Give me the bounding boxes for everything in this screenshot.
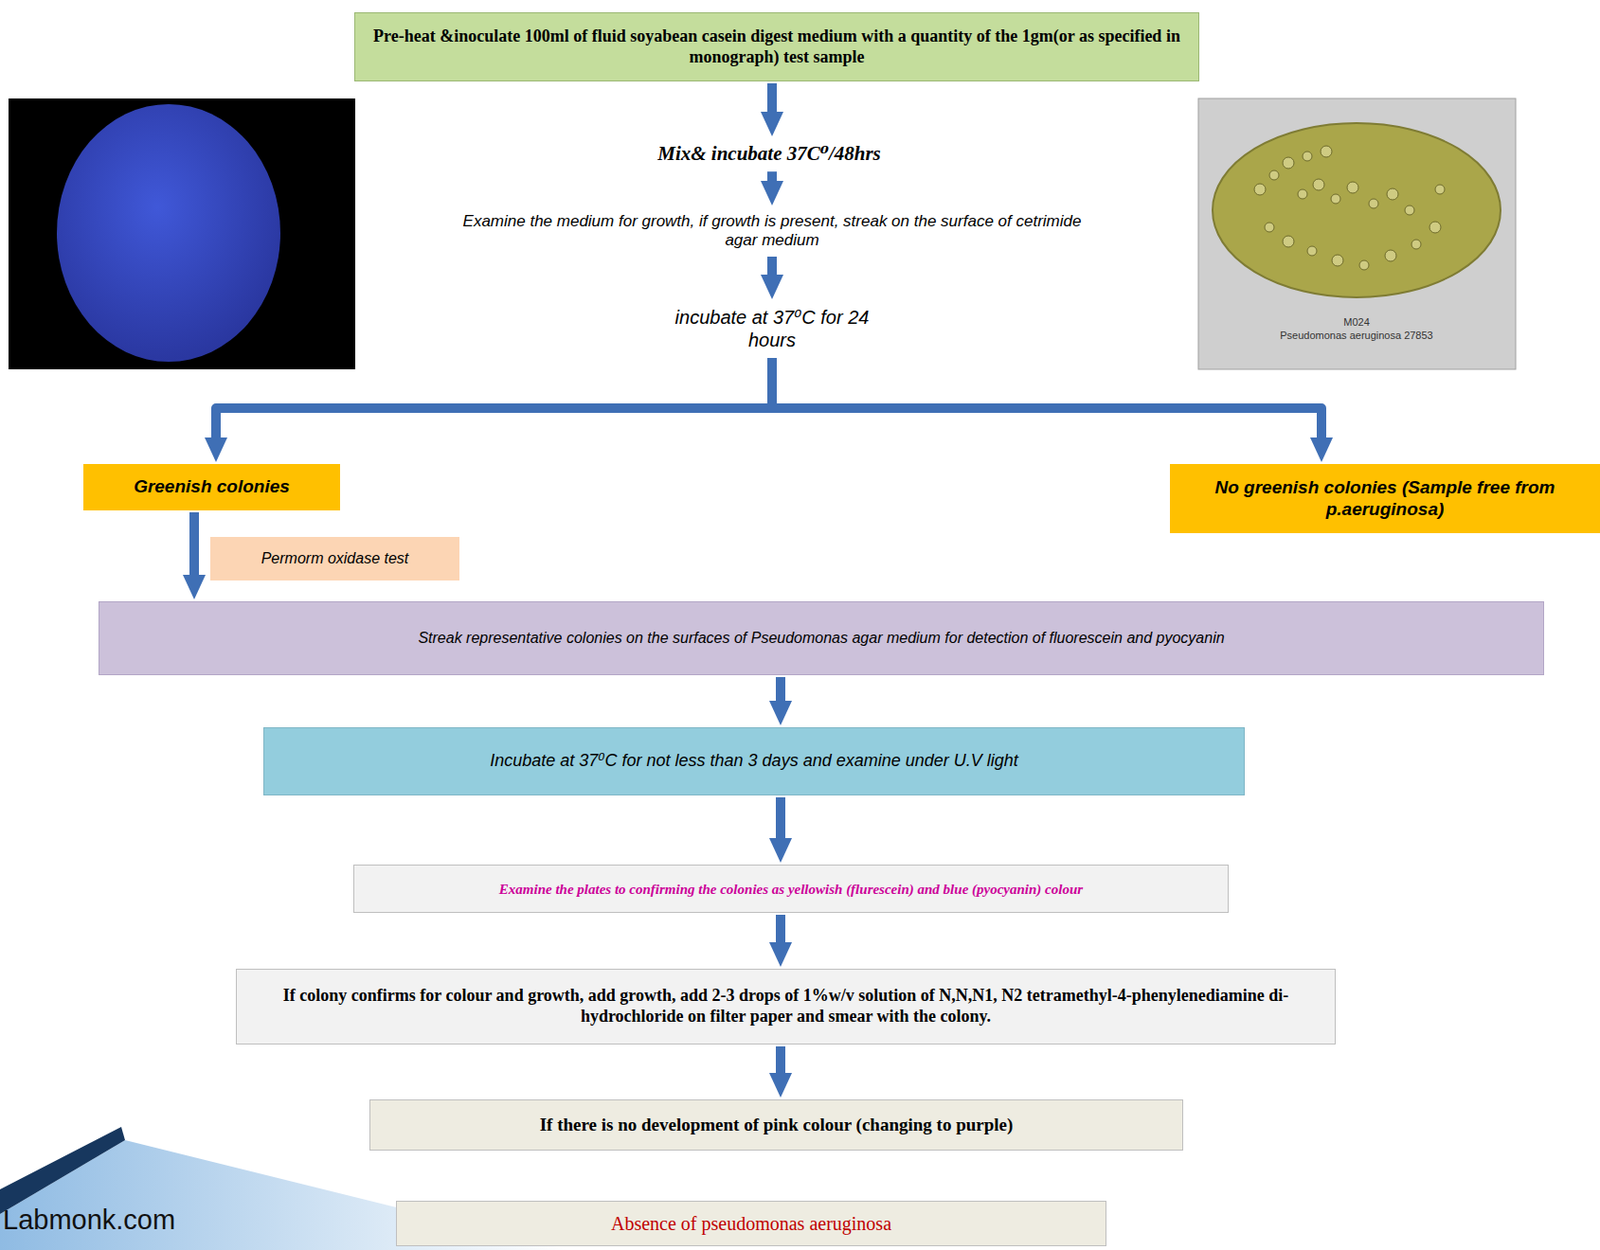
- flow-arrow: [775, 677, 786, 702]
- flow-arrow: [767, 171, 777, 181]
- flow-arrow: [215, 358, 773, 438]
- node-text: Mix& incubate 37C⁰/48hrs: [657, 142, 881, 166]
- node-text: incubate at 37⁰C for 24 hours: [663, 305, 881, 352]
- plate-photo-ground: [1198, 98, 1516, 370]
- plate-caption: Pseudomonas aeruginosa 27853: [1279, 329, 1433, 342]
- node-text: If colony confirms for colour and growth…: [246, 986, 1326, 1027]
- result-box: No greenish colonies (Sample free from p…: [1169, 464, 1600, 534]
- node-text: Greenish colonies: [133, 476, 290, 499]
- flow-arrow: [767, 83, 777, 112]
- node-text: Incubate at 37⁰C for not less than 3 day…: [489, 751, 1019, 773]
- process-box: Examine the plates to confirming the col…: [353, 864, 1229, 914]
- flow-arrow: [189, 512, 199, 576]
- flow-arrow: [775, 1046, 786, 1074]
- result-box: Greenish colonies: [83, 464, 341, 511]
- node-text: Permorm oxidase test: [261, 549, 410, 568]
- process-box: If colony confirms for colour and growth…: [235, 969, 1336, 1045]
- step-text: incubate at 37⁰C for 24 hours: [653, 301, 891, 357]
- watermark: Labmonk.com: [2, 1204, 176, 1237]
- flow-arrow: [775, 915, 786, 943]
- step-text: Mix& incubate 37C⁰/48hrs: [579, 138, 959, 170]
- cetrimide-plate: [56, 104, 281, 362]
- node-text: If there is no development of pink colou…: [539, 1114, 1014, 1137]
- node-text: Pre-heat &inoculate 100ml of fluid soyab…: [364, 26, 1189, 68]
- node-text: No greenish colonies (Sample free from p…: [1179, 477, 1591, 522]
- colonies: [1254, 145, 1445, 270]
- plate-photo-ground: [8, 98, 356, 370]
- flow-arrow: [772, 358, 1322, 438]
- step-text: Examine the medium for growth, if growth…: [449, 207, 1095, 255]
- node-text: Examine the medium for growth, if growth…: [459, 212, 1085, 252]
- node-text: Streak representative colonies on the su…: [417, 629, 1224, 648]
- flow-arrow: [767, 256, 777, 275]
- node-text: Absence of pseudomonas aeruginosa: [611, 1212, 892, 1236]
- node-text: Examine the plates to confirming the col…: [499, 880, 1083, 899]
- flow-arrow: [775, 797, 786, 839]
- process-box: Pre-heat &inoculate 100ml of fluid soyab…: [354, 12, 1200, 82]
- result-box: Absence of pseudomonas aeruginosa: [395, 1201, 1107, 1247]
- process-box: Incubate at 37⁰C for not less than 3 day…: [263, 727, 1245, 796]
- pseudomonas-plate: [1212, 123, 1501, 298]
- process-box: Streak representative colonies on the su…: [98, 601, 1545, 676]
- note-box: Permorm oxidase test: [210, 537, 460, 581]
- corner-wedge: [0, 1127, 126, 1215]
- plate-caption: M024: [1343, 316, 1370, 328]
- process-box: If there is no development of pink colou…: [369, 1099, 1184, 1151]
